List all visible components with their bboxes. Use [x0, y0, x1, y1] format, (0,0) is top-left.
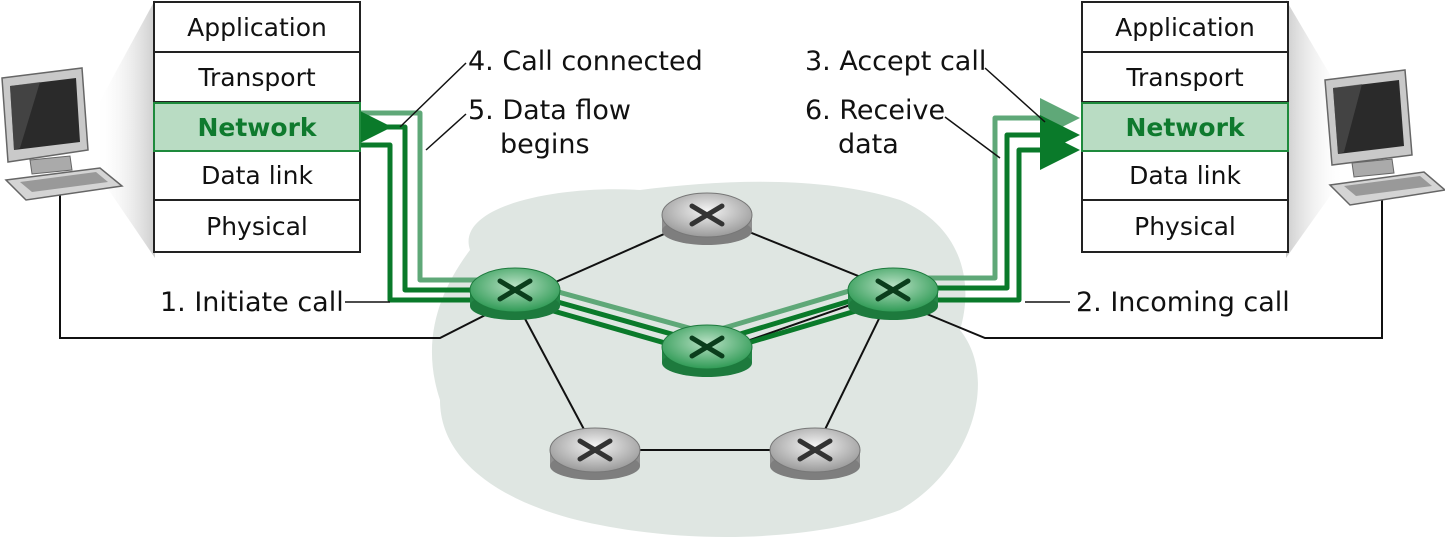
right-access-link	[892, 195, 1383, 339]
router-right-active	[847, 267, 939, 320]
label-accept-call: 3. Accept call	[805, 46, 987, 77]
label-receive-data-line1: 6. Receive	[805, 95, 946, 126]
label-initiate-call: 1. Initiate call	[160, 287, 344, 318]
label-receive-data-line2: data	[838, 129, 899, 160]
right-layer-network: Network	[1081, 102, 1289, 152]
left-host-beam	[95, 0, 155, 258]
left-layer-physical: Physical	[206, 211, 308, 241]
right-computer-icon	[1324, 69, 1445, 206]
right-protocol-stack: Application Transport Network Data link …	[1081, 1, 1289, 253]
router-bottom-left	[549, 427, 641, 480]
right-layer-data-link: Data link	[1083, 151, 1287, 201]
router-top	[661, 192, 753, 245]
right-layer-physical: Physical	[1134, 211, 1236, 241]
left-layer-application: Application	[155, 3, 359, 53]
left-layer-transport: Transport	[155, 53, 359, 103]
label-data-flow-line2: begins	[500, 129, 590, 160]
callout-lines	[345, 62, 1070, 303]
left-layer-network: Network	[153, 102, 361, 152]
router-center-active	[661, 324, 753, 377]
right-host-beam	[1286, 0, 1345, 258]
router-bottom-right	[769, 427, 861, 480]
label-incoming-call: 2. Incoming call	[1076, 287, 1290, 318]
right-layer-transport: Transport	[1083, 53, 1287, 103]
router-left-active	[469, 267, 561, 320]
left-access-link	[59, 195, 516, 339]
left-computer-icon	[1, 67, 124, 201]
label-call-connected: 4. Call connected	[468, 46, 703, 77]
left-layer-data-link: Data link	[155, 151, 359, 201]
right-layer-application: Application	[1083, 3, 1287, 53]
left-protocol-stack: Application Transport Network Data link …	[153, 1, 361, 253]
label-data-flow-line1: 5. Data flow	[468, 95, 632, 126]
